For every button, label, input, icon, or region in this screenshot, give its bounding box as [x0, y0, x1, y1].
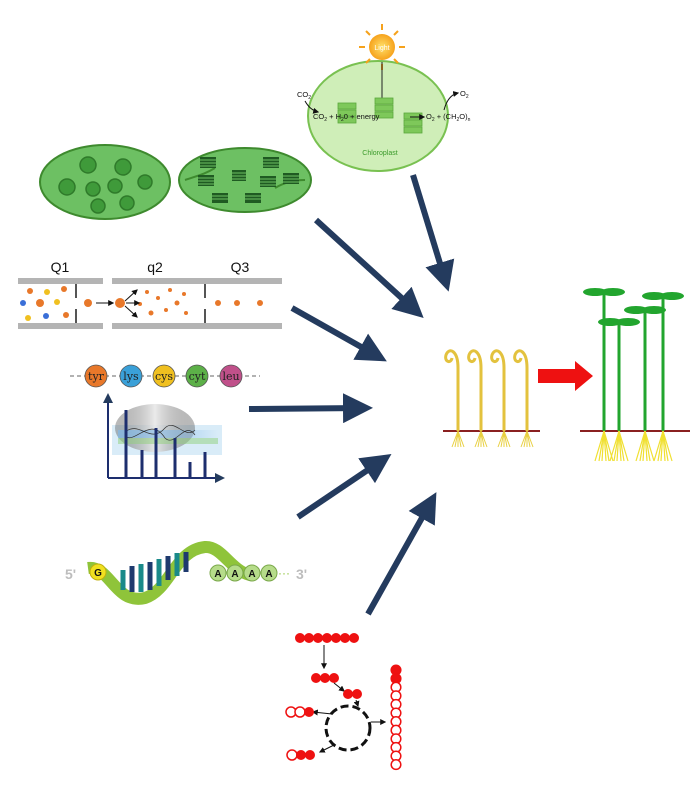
residue-label: cys [155, 370, 173, 383]
plant-leaf [660, 292, 684, 300]
trajectory-lines [124, 425, 196, 441]
residue-bead [84, 364, 108, 388]
q2-label: q2 [147, 259, 163, 275]
etiolated-seedlings [443, 349, 540, 448]
arrow-from-spectrum [248, 393, 373, 424]
seedling-roots [520, 430, 534, 448]
chain-bead [390, 759, 402, 771]
branch-top-left [285, 706, 314, 718]
chain-2 [343, 689, 362, 699]
chain-7 [295, 633, 359, 643]
plant-roots [609, 430, 629, 462]
poly-a-label: A [265, 569, 272, 580]
nucleotide-bars [120, 552, 189, 592]
arrow-from-pathway [365, 492, 437, 616]
transition-arrow [538, 361, 593, 391]
organelle-pair [39, 144, 312, 220]
plant-roots [594, 430, 614, 462]
spectrum-axes [103, 393, 225, 483]
poly-a-bead [226, 564, 244, 582]
residue-label: leu [222, 370, 239, 383]
cycle-icon [324, 704, 372, 752]
grana-stripes [198, 159, 299, 200]
residue-label: cyt [189, 370, 206, 383]
plant-leaf [624, 306, 648, 314]
plant-leaf [642, 292, 666, 300]
cap-circle [89, 563, 107, 581]
tail-dots: ··· [278, 566, 290, 580]
poly-a-label: A [231, 569, 238, 580]
cap-label: G [94, 568, 102, 579]
equation-text: CO2 + H20 + energy [313, 112, 380, 123]
arrow-from-mass-spec [290, 305, 387, 362]
long-chain-column [390, 664, 402, 771]
seedling-roots [451, 430, 465, 448]
fragment-arrows [96, 289, 141, 318]
o2-output-arrow [443, 91, 460, 111]
chloroplast-label: Chloroplast [362, 150, 397, 157]
chloroplast-reaction-panel: Light CO2 + H20 + energy O2 + (CH2O)n CO… [297, 24, 471, 172]
residue-bead [119, 364, 143, 388]
etioplast-icon [39, 144, 171, 220]
poly-a-bead [260, 564, 278, 582]
mass-spec-quadrupole-panel: Q1 q2 Q3 [18, 259, 282, 329]
plant-roots [653, 430, 673, 462]
seedling-hook [490, 349, 506, 431]
metabolic-pathway-panel [285, 633, 402, 771]
three-prime-label: 3' [296, 566, 307, 582]
residue-bead [219, 364, 243, 388]
chain-3 [311, 673, 339, 683]
co2-input-label: CO2 [297, 90, 311, 101]
plant-leaf [583, 288, 607, 296]
input-arrows [248, 174, 455, 616]
ions [20, 286, 263, 321]
q3-label: Q3 [231, 259, 250, 275]
seedling-hook [513, 349, 529, 431]
seedling-roots [474, 430, 488, 448]
seedling-hook [467, 349, 483, 431]
poly-a-label: A [214, 569, 221, 580]
poly-a-bead [243, 564, 261, 582]
seedling-roots [497, 430, 511, 448]
plant-leaf [598, 318, 622, 326]
poly-a-label: A [248, 569, 255, 580]
o2-output-label: O2 [460, 89, 469, 100]
q1-label: Q1 [51, 259, 70, 275]
green-plants [580, 288, 690, 462]
residue-chain: tyr lys cys cyt leu [84, 364, 243, 388]
sun-label: Light [374, 45, 389, 52]
seedling-hook [444, 349, 460, 431]
residue-label: tyr [88, 370, 105, 383]
plant-leaf [601, 288, 625, 296]
residue-bead [185, 364, 209, 388]
plant-roots [635, 430, 655, 462]
arrow-from-mrna [296, 453, 392, 520]
residue-bead [152, 364, 176, 388]
prolamellar-bodies [58, 156, 153, 214]
arrow-from-chloroplast [410, 174, 455, 292]
equation-products: O2 + (CH2O)n [426, 112, 471, 123]
lenses [75, 284, 206, 323]
quadrupole-rods [18, 278, 282, 329]
arrow-from-organelles [313, 217, 424, 319]
co2-input-arrow [304, 100, 320, 114]
spectrum-peaks [124, 410, 207, 478]
branch-bottom-left [286, 749, 315, 761]
peptide-spectrum-panel: tyr lys cys cyt leu [70, 364, 260, 483]
residue-label: lys [123, 370, 139, 383]
poly-a-bead [209, 564, 227, 582]
five-prime-label: 5' [65, 566, 76, 582]
plant-leaf [616, 318, 640, 326]
plant-leaf [642, 306, 666, 314]
